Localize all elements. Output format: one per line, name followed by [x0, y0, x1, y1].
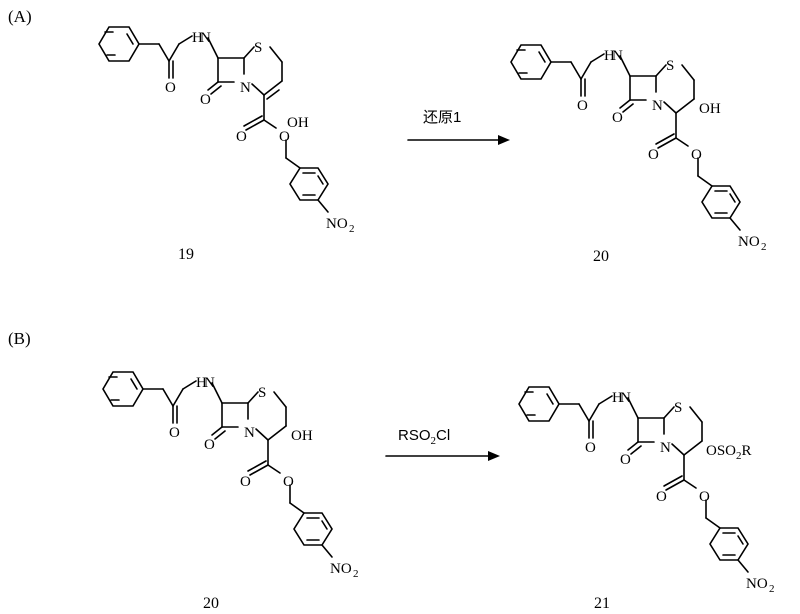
n-amide-label: N: [620, 390, 631, 406]
n-ring-label: N: [244, 425, 255, 441]
compound-20-structure: H N N S O O O O OH NO 2: [510, 44, 767, 253]
oh-label: OH: [287, 115, 309, 131]
n-ring-label: N: [652, 98, 663, 114]
o-lactam-label: O: [612, 110, 623, 126]
panel-a-label: (A): [8, 7, 32, 26]
n-amide-label: N: [200, 30, 211, 46]
nh-label: H: [612, 390, 623, 406]
oh-label: OH: [291, 428, 313, 444]
nh-label: H: [192, 30, 203, 46]
arrow-b-head: [488, 451, 500, 461]
o-ester2-label: O: [283, 474, 294, 490]
nitro-sub: 2: [349, 223, 355, 235]
panel-b-label: (B): [8, 329, 31, 348]
compound-20b-number: 20: [203, 595, 219, 612]
compound-21-number: 21: [594, 595, 610, 612]
nitro-label: NO: [746, 576, 768, 592]
n-ring-label: N: [240, 80, 251, 96]
osor-label: OSO2R: [706, 443, 752, 462]
o-lactam-label: O: [204, 437, 215, 453]
o-ester-label: O: [236, 129, 247, 145]
nitro-label: NO: [330, 561, 352, 577]
reagent-a: 还原1: [423, 109, 461, 126]
arrow-a-head: [498, 135, 510, 145]
o-ester-label: O: [648, 147, 659, 163]
o-amide-label: O: [165, 80, 176, 96]
o-lactam-label: O: [200, 92, 211, 108]
oh-label: OH: [699, 101, 721, 117]
o-amide-label: O: [585, 440, 596, 456]
nitro-sub: 2: [761, 241, 767, 253]
nitro-sub: 2: [769, 583, 775, 595]
o-ester2-label: O: [699, 489, 710, 505]
compound-19-structure: H N N S O O O O OH NO 2: [98, 26, 355, 235]
compound-19-number: 19: [178, 246, 194, 263]
compound-20-number: 20: [593, 248, 609, 265]
o-ester-label: O: [240, 474, 251, 490]
nitro-label: NO: [738, 234, 760, 250]
s-label: S: [666, 58, 674, 74]
n-ring-label: N: [660, 440, 671, 456]
s-label: S: [258, 385, 266, 401]
o-amide-label: O: [577, 98, 588, 114]
s-label: S: [254, 40, 262, 56]
o-amide-label: O: [169, 425, 180, 441]
o-lactam-label: O: [620, 452, 631, 468]
reagent-b: RSO2Cl: [398, 427, 450, 447]
nitro-sub: 2: [353, 568, 359, 580]
compound-20b-structure: H N N S O O O O OH NO 2: [102, 371, 359, 580]
nh-label: H: [196, 375, 207, 391]
o-ester-label: O: [656, 489, 667, 505]
compound-21-structure: H N N S O O O O OSO2R NO 2: [518, 386, 775, 595]
o-ester2-label: O: [279, 129, 290, 145]
nitro-label: NO: [326, 216, 348, 232]
o-ester2-label: O: [691, 147, 702, 163]
n-amide-label: N: [612, 48, 623, 64]
n-amide-label: N: [204, 375, 215, 391]
nh-label: H: [604, 48, 615, 64]
s-label: S: [674, 400, 682, 416]
